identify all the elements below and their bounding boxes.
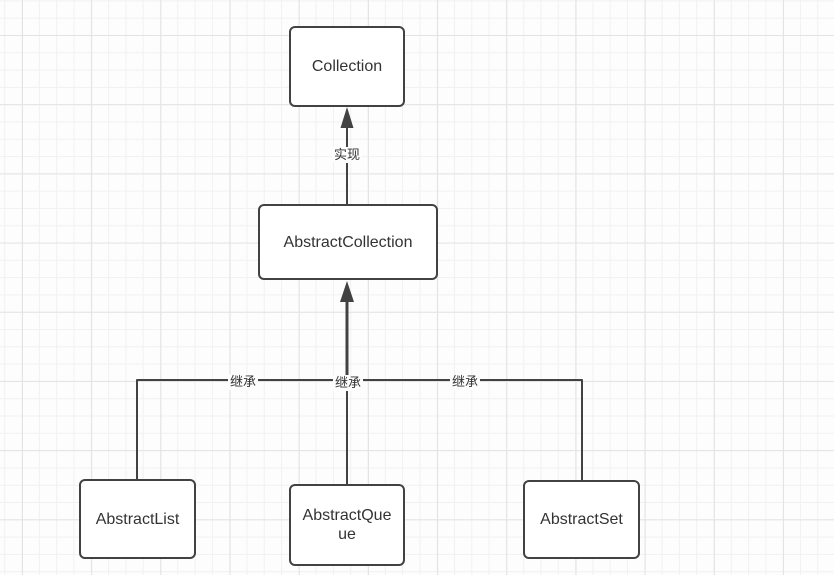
edge-inherit-list[interactable] xyxy=(136,379,347,479)
edge-implement-arrowhead-up-icon xyxy=(340,107,354,128)
edge-label[interactable]: 实现 xyxy=(331,147,363,163)
node-abstract-collection-label: AbstractCollection xyxy=(283,233,413,251)
edge-inherit-trunk[interactable] xyxy=(340,281,354,380)
edge-label[interactable]: 继承 xyxy=(449,374,481,390)
node-collection[interactable]: Collection xyxy=(289,26,405,107)
node-abstract-collection[interactable]: AbstractCollection xyxy=(258,204,438,280)
node-abstract-queue-label: AbstractQueue xyxy=(302,507,392,543)
edge-implement[interactable] xyxy=(340,107,354,204)
node-abstract-list[interactable]: AbstractList xyxy=(79,479,196,559)
node-abstract-set-label: AbstractSet xyxy=(540,511,623,528)
node-abstract-queue[interactable]: AbstractQueue xyxy=(289,484,405,566)
edge-label[interactable]: 继承 xyxy=(227,374,259,390)
edge-label[interactable]: 继承 xyxy=(332,375,364,391)
edge-inherit-set[interactable] xyxy=(347,379,583,480)
node-collection-label: Collection xyxy=(311,58,383,75)
node-abstract-set[interactable]: AbstractSet xyxy=(523,480,640,559)
edge-inherit-trunk-arrowhead-up-icon xyxy=(340,281,354,302)
node-abstract-list-label: AbstractList xyxy=(95,510,180,528)
